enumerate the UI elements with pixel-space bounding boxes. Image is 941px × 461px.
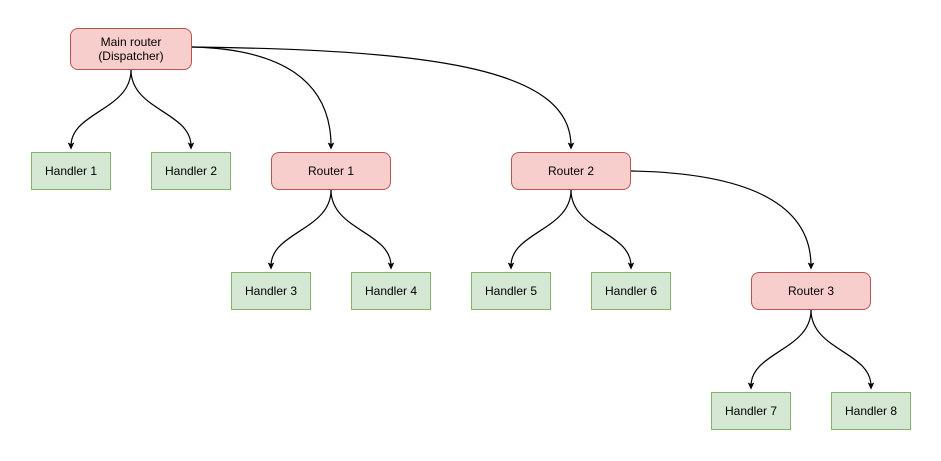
- edge-router3-handler8: [810, 309, 875, 390]
- node-label-handler-2: Handler 2: [164, 164, 218, 178]
- edge-main-router1: [191, 46, 335, 150]
- node-label-handler-8: Handler 8: [844, 404, 898, 418]
- edge-router2-handler5: [507, 189, 572, 270]
- edge-router3-handler7: [747, 309, 812, 390]
- node-router-2[interactable]: Router 2: [511, 152, 631, 190]
- edge-main-handler2: [130, 69, 195, 150]
- node-label-handler-4: Handler 4: [364, 284, 418, 298]
- node-router-1[interactable]: Router 1: [271, 152, 391, 190]
- node-label-router-1: Router 1: [307, 164, 355, 178]
- node-handler-2[interactable]: Handler 2: [151, 152, 231, 190]
- node-handler-4[interactable]: Handler 4: [351, 272, 431, 310]
- edge-router1-handler3: [267, 189, 332, 270]
- node-label-handler-6: Handler 6: [604, 284, 658, 298]
- node-label-main-router: Main router (Dispatcher): [98, 35, 164, 63]
- node-label-handler-1: Handler 1: [44, 164, 98, 178]
- node-label-handler-7: Handler 7: [724, 404, 778, 418]
- node-main-router[interactable]: Main router (Dispatcher): [70, 28, 192, 70]
- node-handler-3[interactable]: Handler 3: [231, 272, 311, 310]
- edge-main-handler1: [67, 69, 132, 150]
- node-label-handler-5: Handler 5: [484, 284, 538, 298]
- node-label-handler-3: Handler 3: [244, 284, 298, 298]
- node-label-router-2: Router 2: [547, 164, 595, 178]
- edge-main-router2: [191, 46, 575, 150]
- node-router-3[interactable]: Router 3: [751, 272, 871, 310]
- edge-router2-router3: [630, 170, 815, 270]
- edge-router2-handler6: [570, 189, 635, 270]
- edges-group: [67, 46, 875, 390]
- node-label-router-3: Router 3: [787, 284, 835, 298]
- node-handler-1[interactable]: Handler 1: [31, 152, 111, 190]
- node-handler-7[interactable]: Handler 7: [711, 392, 791, 430]
- node-handler-8[interactable]: Handler 8: [831, 392, 911, 430]
- node-handler-6[interactable]: Handler 6: [591, 272, 671, 310]
- node-handler-5[interactable]: Handler 5: [471, 272, 551, 310]
- edge-router1-handler4: [330, 189, 395, 270]
